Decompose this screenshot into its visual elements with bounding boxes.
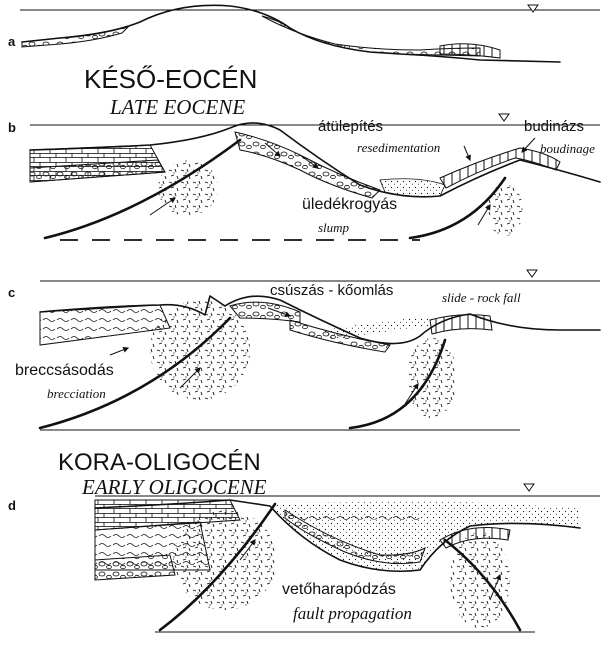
label-slump-hu: üledékrogyás: [302, 196, 397, 213]
label-fault-propagation-hu: vetőharapódzás: [282, 581, 396, 598]
label-brecciation-hu: breccsásodás: [15, 362, 114, 379]
label-resedimentation-hu: átülepítés: [318, 118, 383, 135]
label-fault-propagation-en: fault propagation: [293, 604, 412, 623]
panel-label-a: a: [8, 34, 16, 49]
panel-label-c: c: [8, 285, 15, 300]
breccia-body: [487, 184, 523, 236]
label-boudinage-hu: budinázs: [524, 118, 584, 135]
conglomerate-bed: [95, 555, 175, 580]
label-brecciation-en: brecciation: [47, 386, 106, 401]
sea-level-triangle-icon: [527, 270, 537, 277]
boudinage-layer: [430, 315, 492, 334]
sea-level-triangle-icon: [524, 484, 534, 491]
brecciation-arrow-icon: [110, 348, 128, 355]
sea-level-triangle-icon: [499, 114, 509, 121]
label-slide-en: slide - rock fall: [442, 290, 521, 305]
heading-early-oligocene-hu: KORA-OLIGOCÉN: [58, 449, 261, 476]
label-slide-hu: csúszás - kőomlás: [270, 282, 393, 299]
panel-b: b átülepítés resedimentation budinázs bo…: [8, 114, 600, 240]
sea-level-triangle-icon: [528, 5, 538, 12]
label-slump-en: slump: [318, 220, 350, 235]
breccia-body: [407, 338, 457, 418]
panel-label-d: d: [8, 498, 16, 513]
heading-early-oligocene-en: EARLY OLIGOCENE: [81, 475, 267, 499]
breccia-body: [150, 300, 250, 400]
label-boudinage-en: boudinage: [540, 141, 595, 156]
resedimentation-arrow-icon: [464, 146, 470, 160]
panel-c: c csúszás - kőomlás slide - rock fall br…: [8, 270, 600, 430]
wavy-beds: [40, 305, 170, 345]
breccia-body: [450, 532, 510, 628]
fine-sediment: [320, 316, 430, 340]
panel-a: a: [8, 5, 600, 62]
panel-d: d vetőharapódzás fault propagation: [8, 484, 600, 632]
panel-label-b: b: [8, 120, 16, 135]
heading-late-eocene-hu: KÉSŐ-EOCÉN: [84, 64, 257, 94]
heading-late-eocene-en: LATE EOCENE: [109, 95, 245, 119]
label-resedimentation-en: resedimentation: [357, 140, 440, 155]
